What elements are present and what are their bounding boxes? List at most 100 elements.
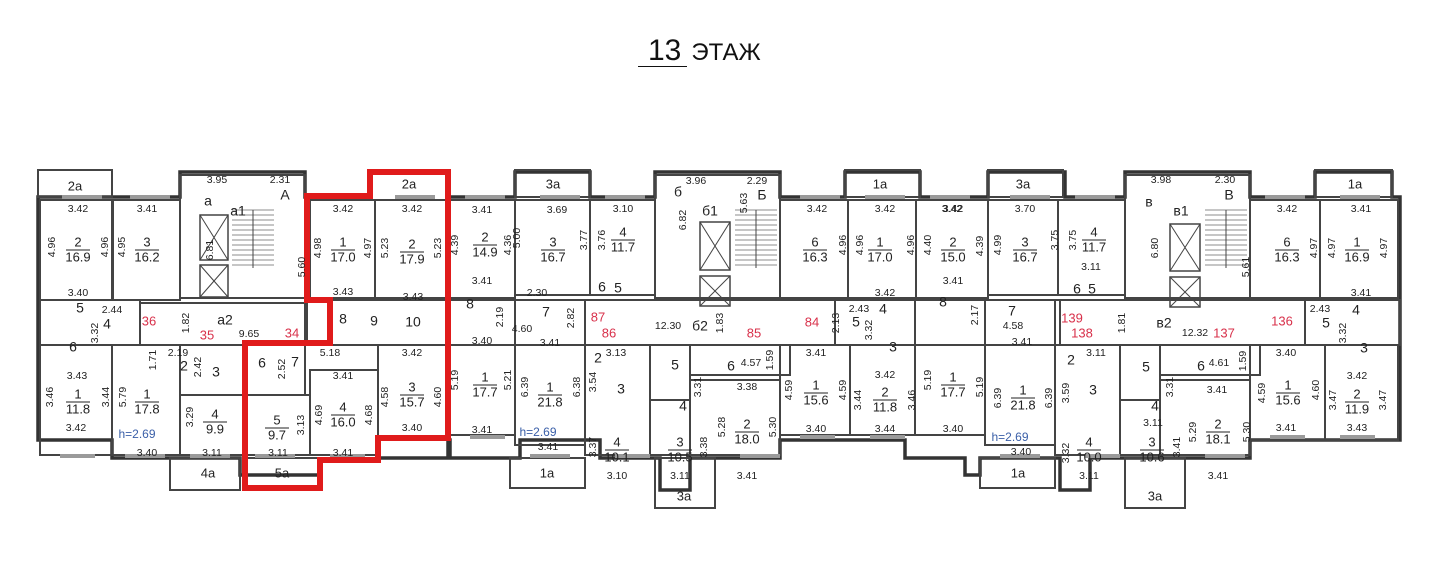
dimension-label: 3.40 [402,422,423,434]
dimension-label: 5.29 [1187,422,1199,443]
dimension-label: 3.41 [137,203,158,215]
dimension-label: 1.59 [764,350,776,371]
staircase-icon [232,209,274,268]
floor-number: 13 [638,36,688,67]
room-number: 1 [339,234,346,249]
dimension-label: 5.21 [502,370,514,391]
room-label: 7 [1008,303,1016,319]
room-label: 8 [466,296,474,312]
room-area: 10.0 [1076,449,1101,464]
elevator-icon [699,275,731,307]
dimension-label: 5.23 [379,238,391,259]
dimension-label: 3.40 [68,287,89,299]
dimension-label: 3.32 [1060,443,1072,464]
room-number: 1 [1019,382,1026,397]
dimension-label: 6.39 [519,377,531,398]
dimension-label: 5.79 [117,387,129,408]
room-wall [1324,344,1399,441]
room-number: 2 [408,236,415,251]
window [1205,454,1245,458]
dimension-label: 3.38 [737,381,758,393]
room-label: 7 [291,354,299,370]
dimension-label: 3.11 [268,447,288,459]
room-area: 17.0 [867,249,892,264]
room-wall [654,457,716,509]
dimension-label: 3.59 [1060,383,1072,404]
dimension-label: 3.10 [607,470,628,482]
dimension-label: 1.81 [1116,313,1128,334]
elevator-icon [1169,223,1201,272]
room-label: 6 [1197,358,1205,374]
dimension-label: 4.60 [432,387,444,408]
room-label: 6 [598,279,606,295]
room-label: 5 [1322,315,1330,331]
dimension-label: 3.42 [942,203,963,215]
window [930,195,970,199]
room-number: 4 [619,224,626,239]
dimension-label: 3.42 [875,369,896,381]
dimension-label: 4.59 [1256,383,1268,404]
dimension-label: 4.99 [992,235,1004,256]
balcony-label: 1а [1011,465,1026,480]
elevator-icon [199,264,229,298]
dimension-label: 3.13 [295,415,307,436]
dimension-label: 4.60 [1310,380,1322,401]
dimension-label: 3.41 [472,424,493,436]
balcony-label: 1а [1348,176,1363,191]
dimension-label: 4.61 [1209,357,1230,369]
dimension-label: 2.82 [565,308,577,329]
apartment-number: 139 [1061,310,1083,325]
apartment-number: 86 [602,325,616,340]
dimension-label: 3.43 [67,370,88,382]
dimension-label: 4.59 [783,380,795,401]
room-area: 15.6 [803,392,828,407]
room-number: 3 [408,379,415,394]
room-label: 3 [212,364,220,380]
dimension-label: 3.96 [686,175,707,187]
room-number: 4 [339,399,346,414]
dimension-label: 3.11 [1081,261,1101,273]
room-area: 15.7 [399,394,424,409]
room-area: 17.7 [472,384,497,399]
room-number: 6 [1283,234,1290,249]
dimension-label: 3.42 [1347,370,1368,382]
room-number: 2 [949,234,956,249]
room-area: 16.9 [1344,249,1369,264]
room-label: а [204,193,212,209]
dimension-label: 3.70 [1015,203,1036,215]
room-number: 6 [811,234,818,249]
apartment-number: 35 [200,327,214,342]
dimension-label: 3.41 [943,275,964,287]
dimension-label: 3.11 [670,470,690,482]
dimension-label: 3.47 [1327,390,1339,411]
room-number: 1 [949,369,956,384]
dimension-label: 3.29 [184,407,196,428]
room-label: 8 [339,311,347,327]
dimension-label: 5.19 [974,377,986,398]
dimension-label: 5.60 [296,257,308,278]
dimension-label: 3.41 [472,204,493,216]
room-label: б2 [692,318,708,334]
room-label: 8 [939,294,947,310]
window [60,454,95,458]
room-label: 7 [542,304,550,320]
apartment-number: 36 [142,313,156,328]
dimension-label: 3.41 [333,447,354,459]
window [865,195,905,199]
dimension-label: 4.97 [362,238,374,259]
room-number: 4 [613,434,620,449]
dimension-label: 3.32 [863,320,875,341]
dimension-label: 3.75 [1049,230,1061,251]
dimension-label: 3.40 [1011,446,1032,458]
dimension-label: 12.32 [1182,327,1208,339]
room-label: 5 [1142,359,1150,375]
window [615,454,650,458]
dimension-label: 3.43 [403,291,424,303]
dimension-label: 2.30 [527,287,548,299]
room-label: 9 [370,313,378,329]
dimension-label: 2.30 [1215,174,1236,186]
staircase-icon [1205,209,1247,268]
dimension-label: 3.11 [1079,470,1099,482]
